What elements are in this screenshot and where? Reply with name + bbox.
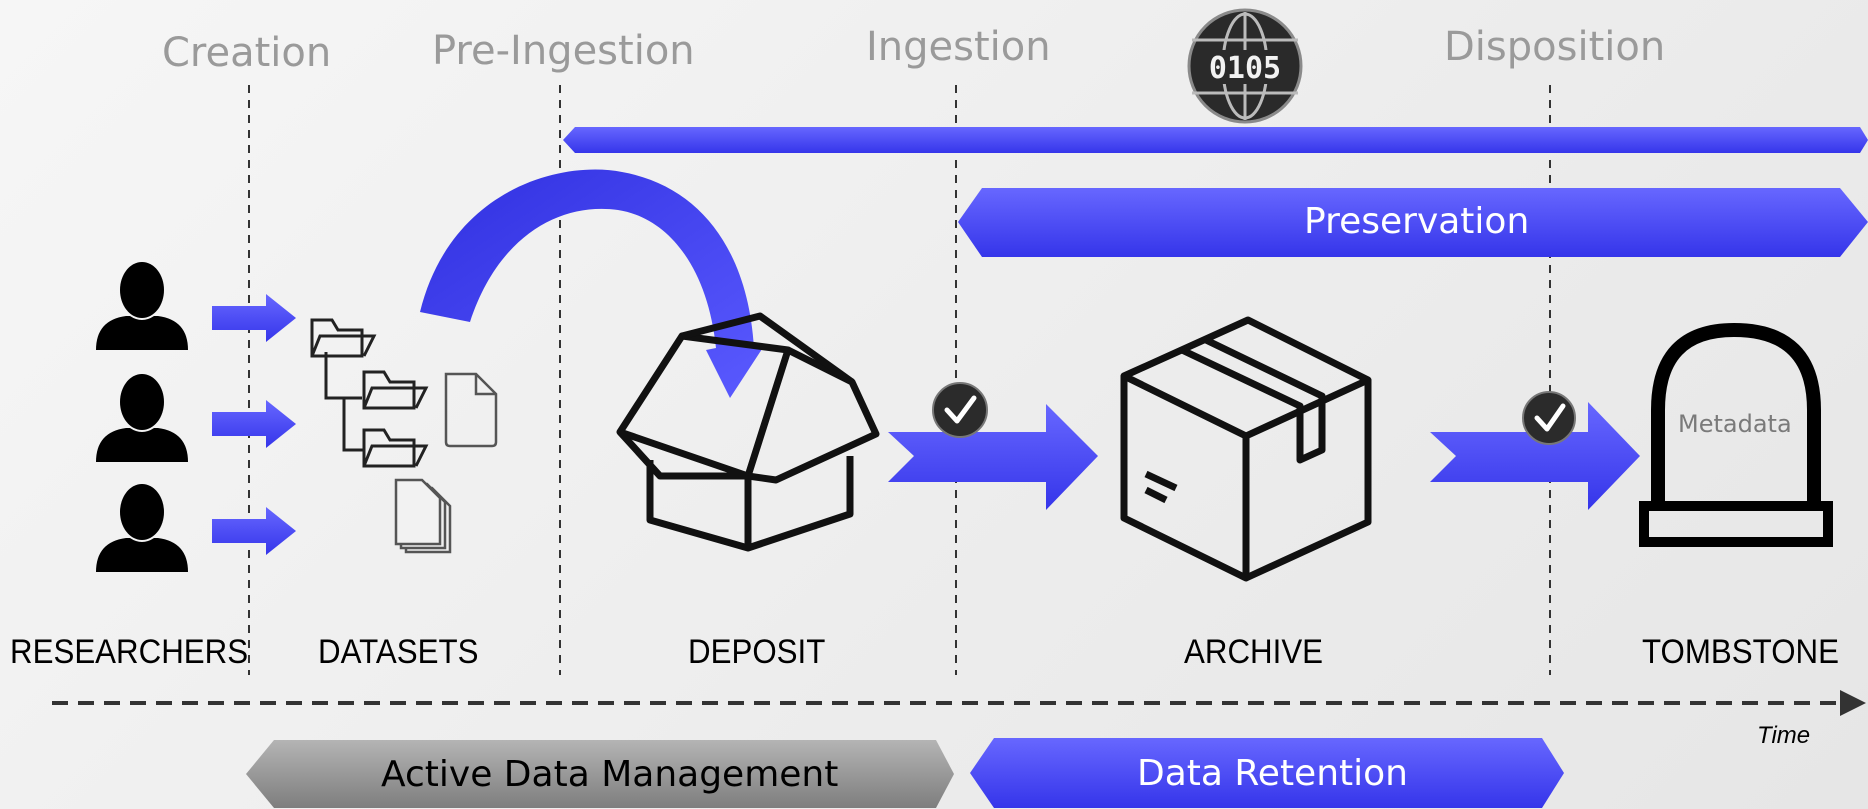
curved-deposit-arrow bbox=[420, 169, 764, 398]
preservation-label: Preservation bbox=[1304, 201, 1530, 242]
stage-disposition: Disposition bbox=[1444, 24, 1666, 70]
closed-box-icon bbox=[1120, 316, 1372, 582]
person-silhouette-icon bbox=[96, 484, 188, 572]
data-retention-band bbox=[970, 738, 1564, 808]
file-icon bbox=[444, 372, 498, 448]
active-data-management-label: Active Data Management bbox=[381, 754, 839, 795]
checkmark-icon bbox=[932, 382, 988, 438]
researchers-group bbox=[96, 262, 188, 572]
node-datasets: DATASETS bbox=[318, 633, 479, 671]
preservation-band bbox=[958, 188, 1868, 257]
node-deposit: DEPOSIT bbox=[688, 633, 826, 671]
folder-icon bbox=[362, 428, 429, 468]
globe-binary-text: 0105 bbox=[1209, 51, 1281, 86]
person-silhouette-icon bbox=[96, 374, 188, 462]
stage-dividers bbox=[248, 85, 1551, 675]
time-axis-arrowhead bbox=[1840, 690, 1866, 716]
access-bar bbox=[563, 127, 1868, 153]
disposal-arrow bbox=[1430, 402, 1640, 510]
folder-icon bbox=[362, 370, 429, 410]
transfer-arrow bbox=[888, 404, 1098, 510]
folder-icon bbox=[310, 318, 377, 358]
arrow-icon bbox=[212, 400, 296, 448]
stage-ingestion: Ingestion bbox=[866, 24, 1051, 70]
open-box-icon bbox=[616, 312, 880, 552]
file-icon bbox=[394, 478, 452, 554]
globe-binary-icon: 0105 bbox=[1187, 8, 1303, 124]
node-tombstone: TOMBSTONE bbox=[1642, 633, 1839, 671]
arrow-icon bbox=[212, 507, 296, 555]
tombstone-metadata-label: Metadata bbox=[1678, 410, 1792, 438]
node-researchers: RESEARCHERS bbox=[10, 633, 249, 671]
checkmark-icon bbox=[1522, 391, 1576, 445]
person-silhouette-icon bbox=[96, 262, 188, 350]
node-archive: ARCHIVE bbox=[1184, 633, 1324, 671]
researcher-arrows bbox=[212, 294, 296, 555]
tombstone-icon bbox=[1639, 322, 1833, 547]
tree-connector bbox=[324, 352, 364, 452]
stage-pre-ingestion: Pre-Ingestion bbox=[432, 28, 695, 74]
stage-creation: Creation bbox=[162, 30, 332, 76]
datasets-tree bbox=[310, 318, 498, 554]
active-data-management-band bbox=[246, 740, 954, 808]
time-label: Time bbox=[1757, 722, 1811, 749]
arrow-icon bbox=[212, 294, 296, 342]
data-retention-label: Data Retention bbox=[1137, 753, 1408, 794]
